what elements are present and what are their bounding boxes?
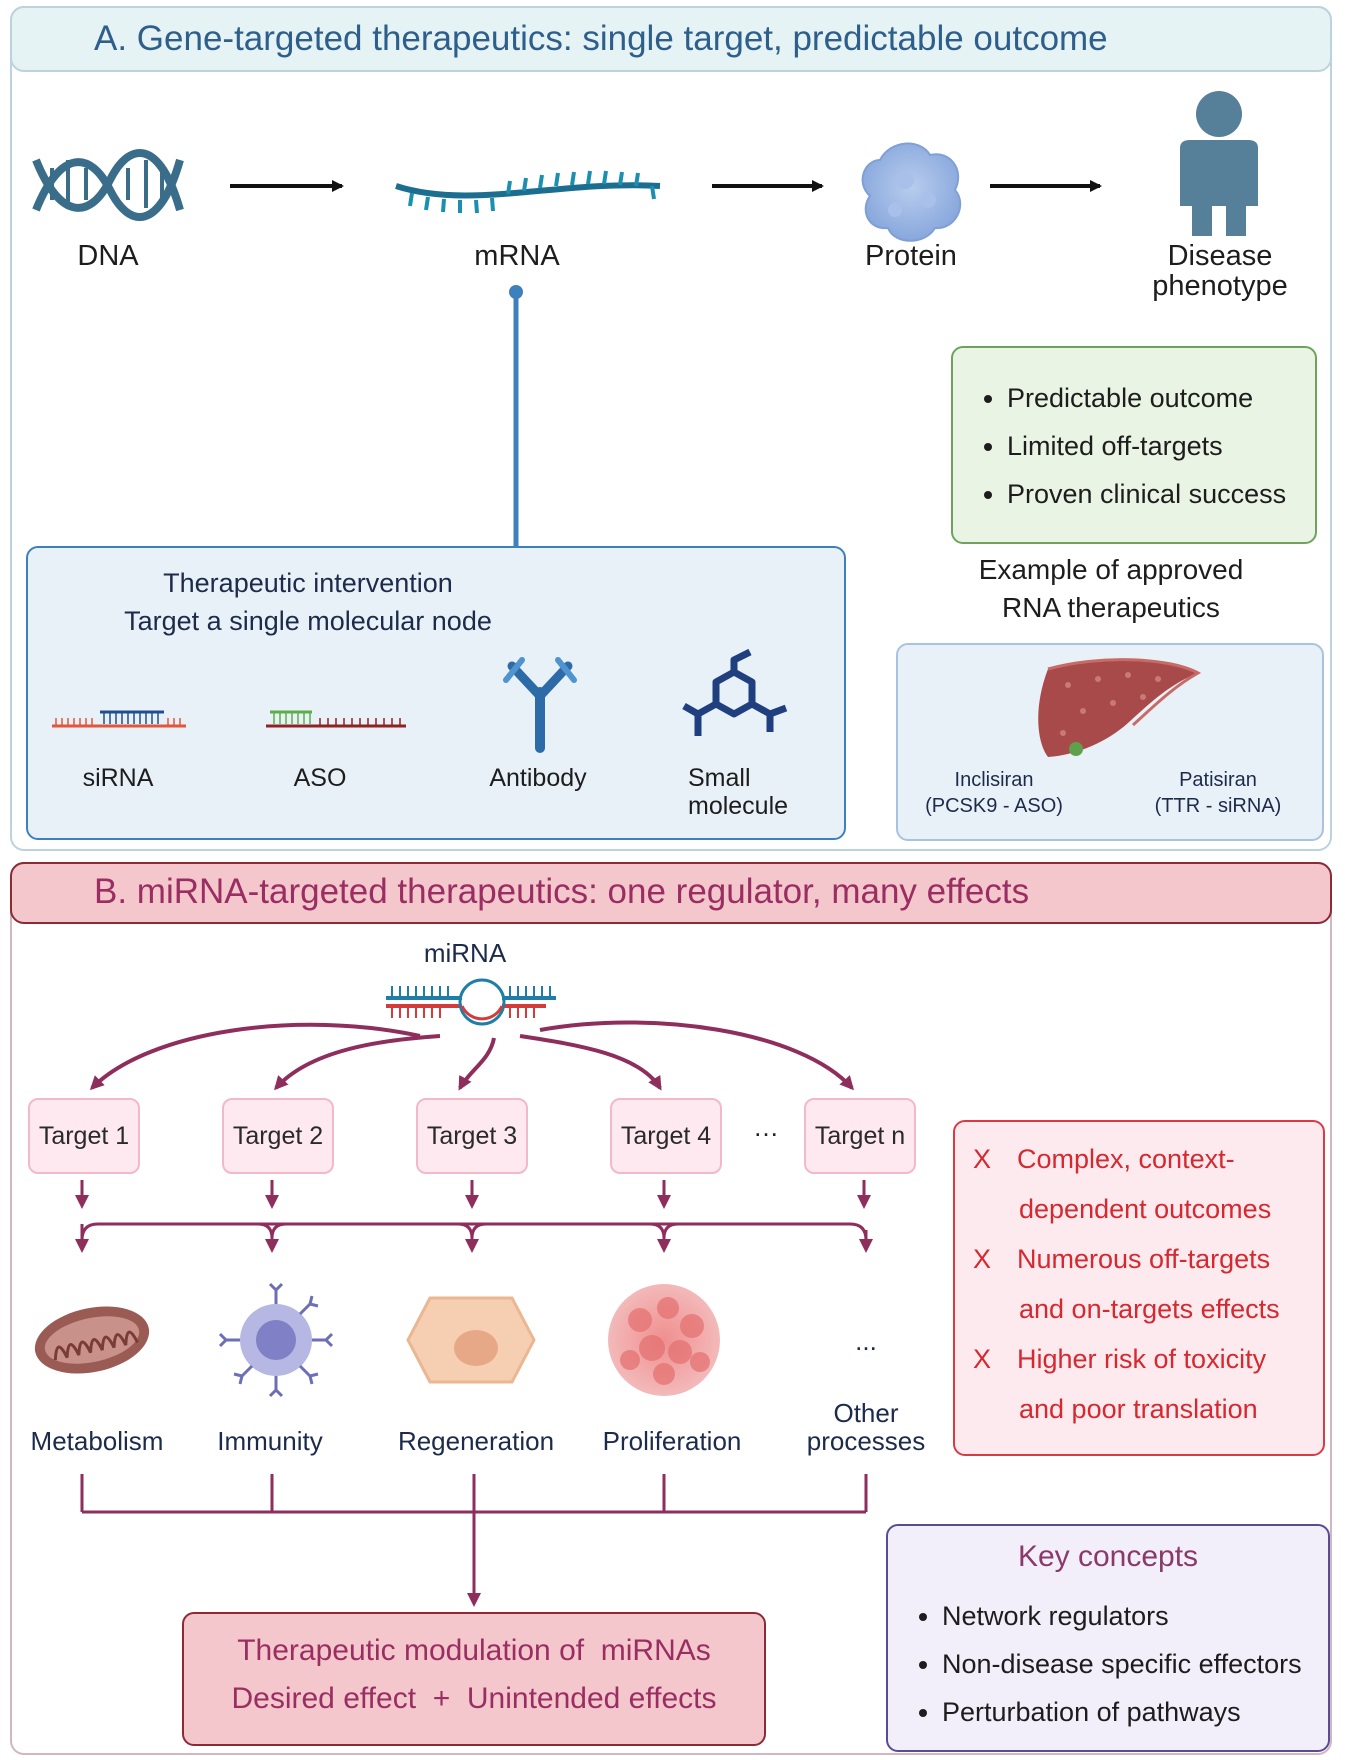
process-immunity: Immunity	[217, 1426, 323, 1456]
liver-icon	[1038, 658, 1202, 757]
dna-icon	[32, 149, 184, 221]
risk3-line1: Higher risk of toxicity	[1017, 1344, 1267, 1374]
aso-icon	[266, 710, 406, 728]
disease-label-line1: Disease	[1167, 240, 1273, 272]
small-molecule-label-line1: Small	[688, 764, 751, 792]
risks-box: X Complex, context- dependent outcomes X…	[953, 1120, 1325, 1456]
benefit-item: Limited off-targets	[1007, 422, 1315, 470]
target-box: Target 2	[222, 1098, 334, 1174]
drug1-detail: (PCSK9 - ASO)	[925, 795, 1063, 817]
drug2-detail: (TTR - siRNA)	[1154, 795, 1282, 817]
process-metabolism: Metabolism	[30, 1426, 164, 1456]
therapeutic-line1: Therapeutic modulation of miRNAs	[237, 1634, 711, 1667]
approved-therapeutics-box: Inclisiran (PCSK9 - ASO) Patisiran (TTR …	[896, 643, 1324, 841]
risk3-line2: and poor translation	[1019, 1394, 1258, 1424]
protein-icon	[861, 142, 962, 242]
benefit-item: Proven clinical success	[1007, 470, 1315, 518]
modality-icons	[52, 648, 788, 753]
target-box: Target 4	[610, 1098, 722, 1174]
risk2-line2: and on-targets effects	[1019, 1294, 1280, 1324]
therapeutic-line2: Desired effect + Unintended effects	[231, 1682, 717, 1715]
benefit-item: Predictable outcome	[1007, 374, 1315, 422]
convergence-lines	[80, 1474, 868, 1607]
process-other-line2: processes	[806, 1426, 926, 1456]
risk2-line1: Numerous off-targets	[1017, 1244, 1271, 1274]
antibody-icon	[503, 657, 577, 753]
drug2-name: Patisiran	[1179, 769, 1257, 791]
target-box: Target 1	[28, 1098, 140, 1174]
therapeutic-modulation-box: Therapeutic modulation of miRNAs Desired…	[182, 1612, 766, 1746]
key-concepts-title: Key concepts	[1017, 1540, 1199, 1573]
small-molecule-label-line2: molecule	[688, 792, 789, 820]
mirna-icon	[386, 978, 556, 1026]
key-concepts-box: Key concepts Network regulators Non-dise…	[886, 1524, 1330, 1752]
mrna-label: mRNA	[474, 240, 560, 272]
sirna-icon	[52, 710, 186, 728]
risk-x-mark: X	[973, 1244, 992, 1274]
process-regeneration: Regeneration	[397, 1426, 555, 1456]
mrna-icon	[395, 170, 661, 214]
key-concept-item: Non-disease specific effectors	[942, 1640, 1328, 1688]
antibody-label: Antibody	[489, 764, 587, 792]
benefits-box: Predictable outcome Limited off-targets …	[951, 346, 1317, 544]
risk-x-mark: X	[973, 1144, 992, 1174]
process-other-line1: Other	[833, 1398, 899, 1428]
key-concept-item: Network regulators	[942, 1592, 1328, 1640]
mitochondrion-icon	[34, 1306, 150, 1374]
immune-cell-icon	[218, 1282, 334, 1398]
protein-label: Protein	[865, 240, 957, 272]
branch-network	[75, 1222, 873, 1253]
proliferation-cluster-icon	[608, 1284, 720, 1396]
regeneration-cell-icon	[406, 1296, 536, 1384]
drug1-name: Inclisiran	[954, 769, 1034, 791]
targets-ellipsis: …	[753, 1112, 779, 1142]
process-proliferation: Proliferation	[602, 1426, 742, 1456]
process-other-dots: ...	[855, 1326, 877, 1356]
target-box: Target n	[804, 1098, 916, 1174]
inhibition-line	[509, 285, 523, 548]
small-molecule-icon	[682, 648, 788, 736]
aso-label: ASO	[293, 764, 347, 792]
risk1-line1: Complex, context-	[1017, 1144, 1235, 1174]
panel-b-title: B. miRNA-targeted therapeutics: one regu…	[10, 862, 1332, 924]
disease-label-line2: phenotype	[1152, 270, 1288, 302]
risk-x-mark: X	[973, 1344, 992, 1374]
dna-label: DNA	[77, 240, 139, 272]
key-concept-item: Perturbation of pathways	[942, 1688, 1328, 1736]
example-title-line2: RNA therapeutics	[1002, 592, 1220, 623]
target-box: Target 3	[416, 1098, 528, 1174]
intervention-title-line1: Therapeutic intervention	[163, 568, 453, 598]
person-icon	[1180, 91, 1258, 236]
panel-a-title: A. Gene-targeted therapeutics: single ta…	[10, 6, 1332, 72]
target-down-arrows	[75, 1180, 871, 1209]
intervention-box: Therapeutic intervention Target a single…	[26, 546, 846, 840]
intervention-title-line2: Target a single molecular node	[124, 606, 492, 636]
example-title-line1: Example of approved	[978, 554, 1244, 585]
sirna-label: siRNA	[82, 764, 154, 792]
risk1-line2: dependent outcomes	[1019, 1194, 1272, 1224]
mirna-label: miRNA	[423, 938, 507, 968]
mirna-target-arrows	[89, 1020, 855, 1091]
